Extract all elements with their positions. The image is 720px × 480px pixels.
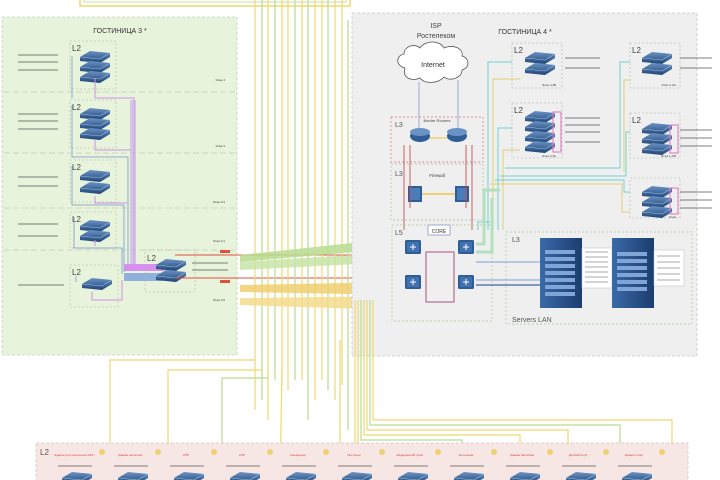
- hotel4-floor-c: L2 Этаж 2,3/4: [629, 42, 712, 89]
- svg-text:Этаж 2/1: Этаж 2/1: [213, 200, 226, 204]
- outbuilding-switches: Здание для персонала 3/4/5 Здание насосно…: [54, 449, 665, 480]
- hotel4-floor-b: L2 Этаж 3,4А: [511, 102, 600, 159]
- svg-text:L3: L3: [395, 122, 403, 129]
- outbuilding-label: Здание насосной: [118, 453, 142, 457]
- servers-lan: L3 Servers LAN: [505, 231, 693, 325]
- svg-text:Servers LAN: Servers LAN: [512, 317, 552, 324]
- hotel3-floor-4: L2 Этаж 4: [18, 40, 225, 90]
- outbuilding-switch: Здание спорт: [618, 449, 665, 480]
- hotel3-aggregation: L2: [144, 249, 228, 293]
- svg-text:Этаж 3,4В: Этаж 3,4В: [542, 83, 556, 87]
- svg-text:L5: L5: [395, 230, 403, 237]
- svg-text:Этаж 3: Этаж 3: [215, 144, 225, 148]
- isp-label: ISP: [430, 23, 442, 30]
- svg-text:Этаж 1/0: Этаж 1/0: [213, 298, 226, 302]
- svg-text:L2: L2: [72, 215, 81, 224]
- svg-text:Этаж 2,3/4: Этаж 2,3/4: [661, 83, 676, 87]
- outbuilding-label: Здание спорт: [625, 453, 644, 457]
- svg-text:L2: L2: [632, 46, 641, 55]
- hotel3-floor-0: L2 Этаж 1/0: [18, 264, 226, 308]
- outbuilding-switch: Здание насосной: [114, 449, 161, 480]
- fiber-connector-icon: [155, 449, 161, 455]
- isp-provider: Ростелеком: [417, 33, 456, 40]
- hotel3-title: ГОСТИНИЦА 3 *: [93, 28, 147, 35]
- fiber-connector-icon: [491, 449, 497, 455]
- outbuilding-label: КПП: [183, 453, 189, 457]
- outbuilding-switch: Медицинский пункт: [394, 449, 441, 480]
- svg-text:L2: L2: [72, 268, 81, 277]
- svg-text:L2: L2: [514, 46, 523, 55]
- fiber-connector-icon: [211, 449, 217, 455]
- border-routers: L3 Border Routers: [390, 116, 484, 163]
- hotel4-uplinks: [477, 61, 630, 230]
- outbuilding-label: Здание бассейна: [510, 453, 534, 457]
- svg-text:CORE: CORE: [432, 229, 447, 235]
- outbuilding-switch: Детский клуб: [562, 449, 609, 480]
- svg-text:L2: L2: [632, 116, 641, 125]
- svg-text:L3: L3: [512, 237, 520, 244]
- outbuilding-switch: Котельная: [450, 449, 497, 480]
- fiber-connector-icon: [547, 449, 553, 455]
- svg-text:Firewall: Firewall: [429, 173, 445, 178]
- fiber-connector-icon: [323, 449, 329, 455]
- hotel3-floor-2: L2 Этаж 2/1: [18, 159, 226, 204]
- firewall: L3 Firewall: [390, 163, 484, 221]
- svg-text:Этаж 1,2/В: Этаж 1,2/В: [661, 154, 676, 158]
- svg-text:Этаж 4: Этаж 4: [215, 78, 225, 82]
- outbuilding-switch: КПП: [226, 449, 273, 480]
- svg-text:L2: L2: [72, 163, 81, 172]
- svg-text:Border Routers: Border Routers: [423, 118, 450, 123]
- red-router-links: [403, 145, 473, 230]
- core-to-floors: [476, 188, 500, 254]
- fiber-connector-icon: [435, 449, 441, 455]
- svg-text:L2: L2: [514, 106, 523, 115]
- internet-cloud-icon: Internet: [397, 41, 469, 83]
- hotel4-title: ГОСТИНИЦА 4 *: [498, 29, 552, 36]
- fiber-connector-icon: [267, 449, 273, 455]
- outbuilding-switch: КПП: [170, 449, 217, 480]
- outbuilding-switch: Здание для персонала 3/4/5: [54, 449, 105, 480]
- outbuilding-switch: Ресторан: [338, 449, 385, 480]
- outbuilding-label: Ресторан: [347, 453, 360, 457]
- fiber-connector-icon: [603, 449, 609, 455]
- hotel3-uplinks: [71, 56, 164, 301]
- fiber-connector-icon: [99, 449, 105, 455]
- outbuilding-label: Медицинский пункт: [396, 453, 424, 457]
- fiber-connector-icon: [659, 449, 665, 455]
- svg-text:L2: L2: [72, 44, 81, 53]
- outbuilding-label: КПП: [239, 453, 245, 457]
- hotel4-floor-e: Этаж: [629, 177, 712, 219]
- hotel4-floor-d: L2 Этаж 1,2/В: [629, 112, 712, 159]
- hotel3-floor-3: L2 Этаж 3: [18, 99, 225, 149]
- fiber-bundle: [254, 0, 349, 430]
- fiber-connector-icon: [379, 449, 385, 455]
- top-link-box: [79, 0, 351, 7]
- svg-text:L2: L2: [72, 103, 81, 112]
- svg-text:L3: L3: [395, 171, 403, 178]
- outbuilding-switch: Конференц: [282, 449, 329, 480]
- svg-text:Этаж 3,4А: Этаж 3,4А: [542, 154, 556, 158]
- svg-text:Этаж 1/1: Этаж 1/1: [213, 239, 226, 243]
- outbuilding-label: Здание для персонала 3/4/5: [54, 453, 94, 457]
- hotel4-floor-a: L2 Этаж 3,4В: [511, 42, 600, 89]
- core-switches: L5 CORE: [391, 224, 493, 322]
- outbuilding-label: Котельная: [459, 453, 474, 457]
- outbuilding-switch: Здание бассейна: [506, 449, 553, 480]
- outbuilding-label: Детский клуб: [569, 453, 588, 457]
- outbuildings-layer-label: L2: [40, 448, 49, 457]
- top-link-box-2: [83, 0, 347, 3]
- svg-text:Этаж: Этаж: [669, 215, 676, 219]
- svg-text:Internet: Internet: [421, 62, 445, 69]
- outbuilding-label: Конференц: [290, 453, 306, 457]
- svg-text:L2: L2: [147, 254, 156, 263]
- core-to-servers: [476, 261, 540, 286]
